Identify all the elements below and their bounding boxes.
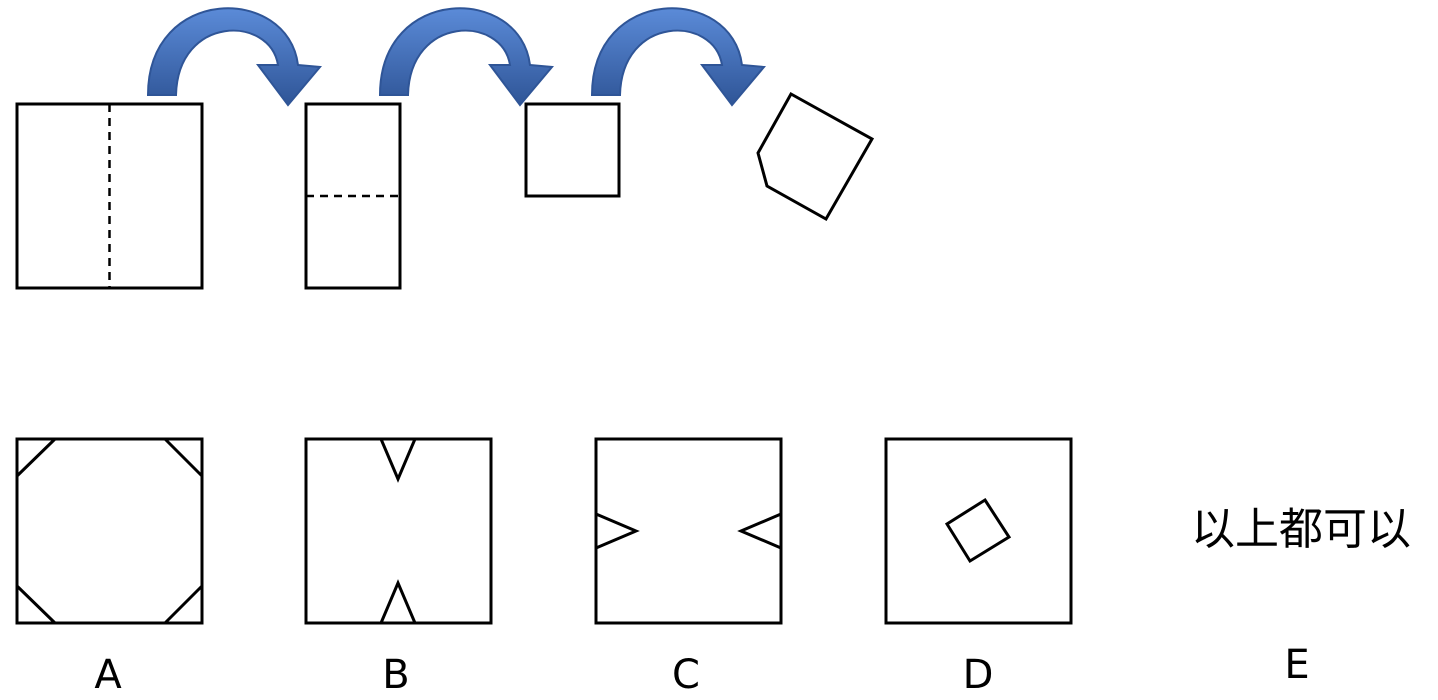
option-a-label[interactable]: A [94, 652, 122, 698]
option-e-text[interactable]: 以上都可以 [1191, 504, 1411, 555]
step-3-square [524, 102, 621, 198]
curved-arrow-icon [591, 7, 765, 106]
option-a-figure[interactable] [15, 437, 204, 625]
step-2-rectangle [304, 102, 402, 290]
option-c-figure[interactable] [594, 437, 783, 625]
option-d-figure[interactable] [884, 437, 1073, 625]
option-b-label[interactable]: B [382, 652, 409, 698]
option-e-label[interactable]: E [1284, 642, 1309, 688]
option-b-figure[interactable] [304, 437, 493, 625]
step-1-square [15, 102, 204, 290]
option-c-label[interactable]: C [672, 652, 700, 698]
step-4-cut-shape [756, 91, 875, 222]
curved-arrow-icon [147, 7, 321, 106]
option-d-label[interactable]: D [963, 652, 994, 698]
curved-arrow-icon [379, 7, 553, 106]
